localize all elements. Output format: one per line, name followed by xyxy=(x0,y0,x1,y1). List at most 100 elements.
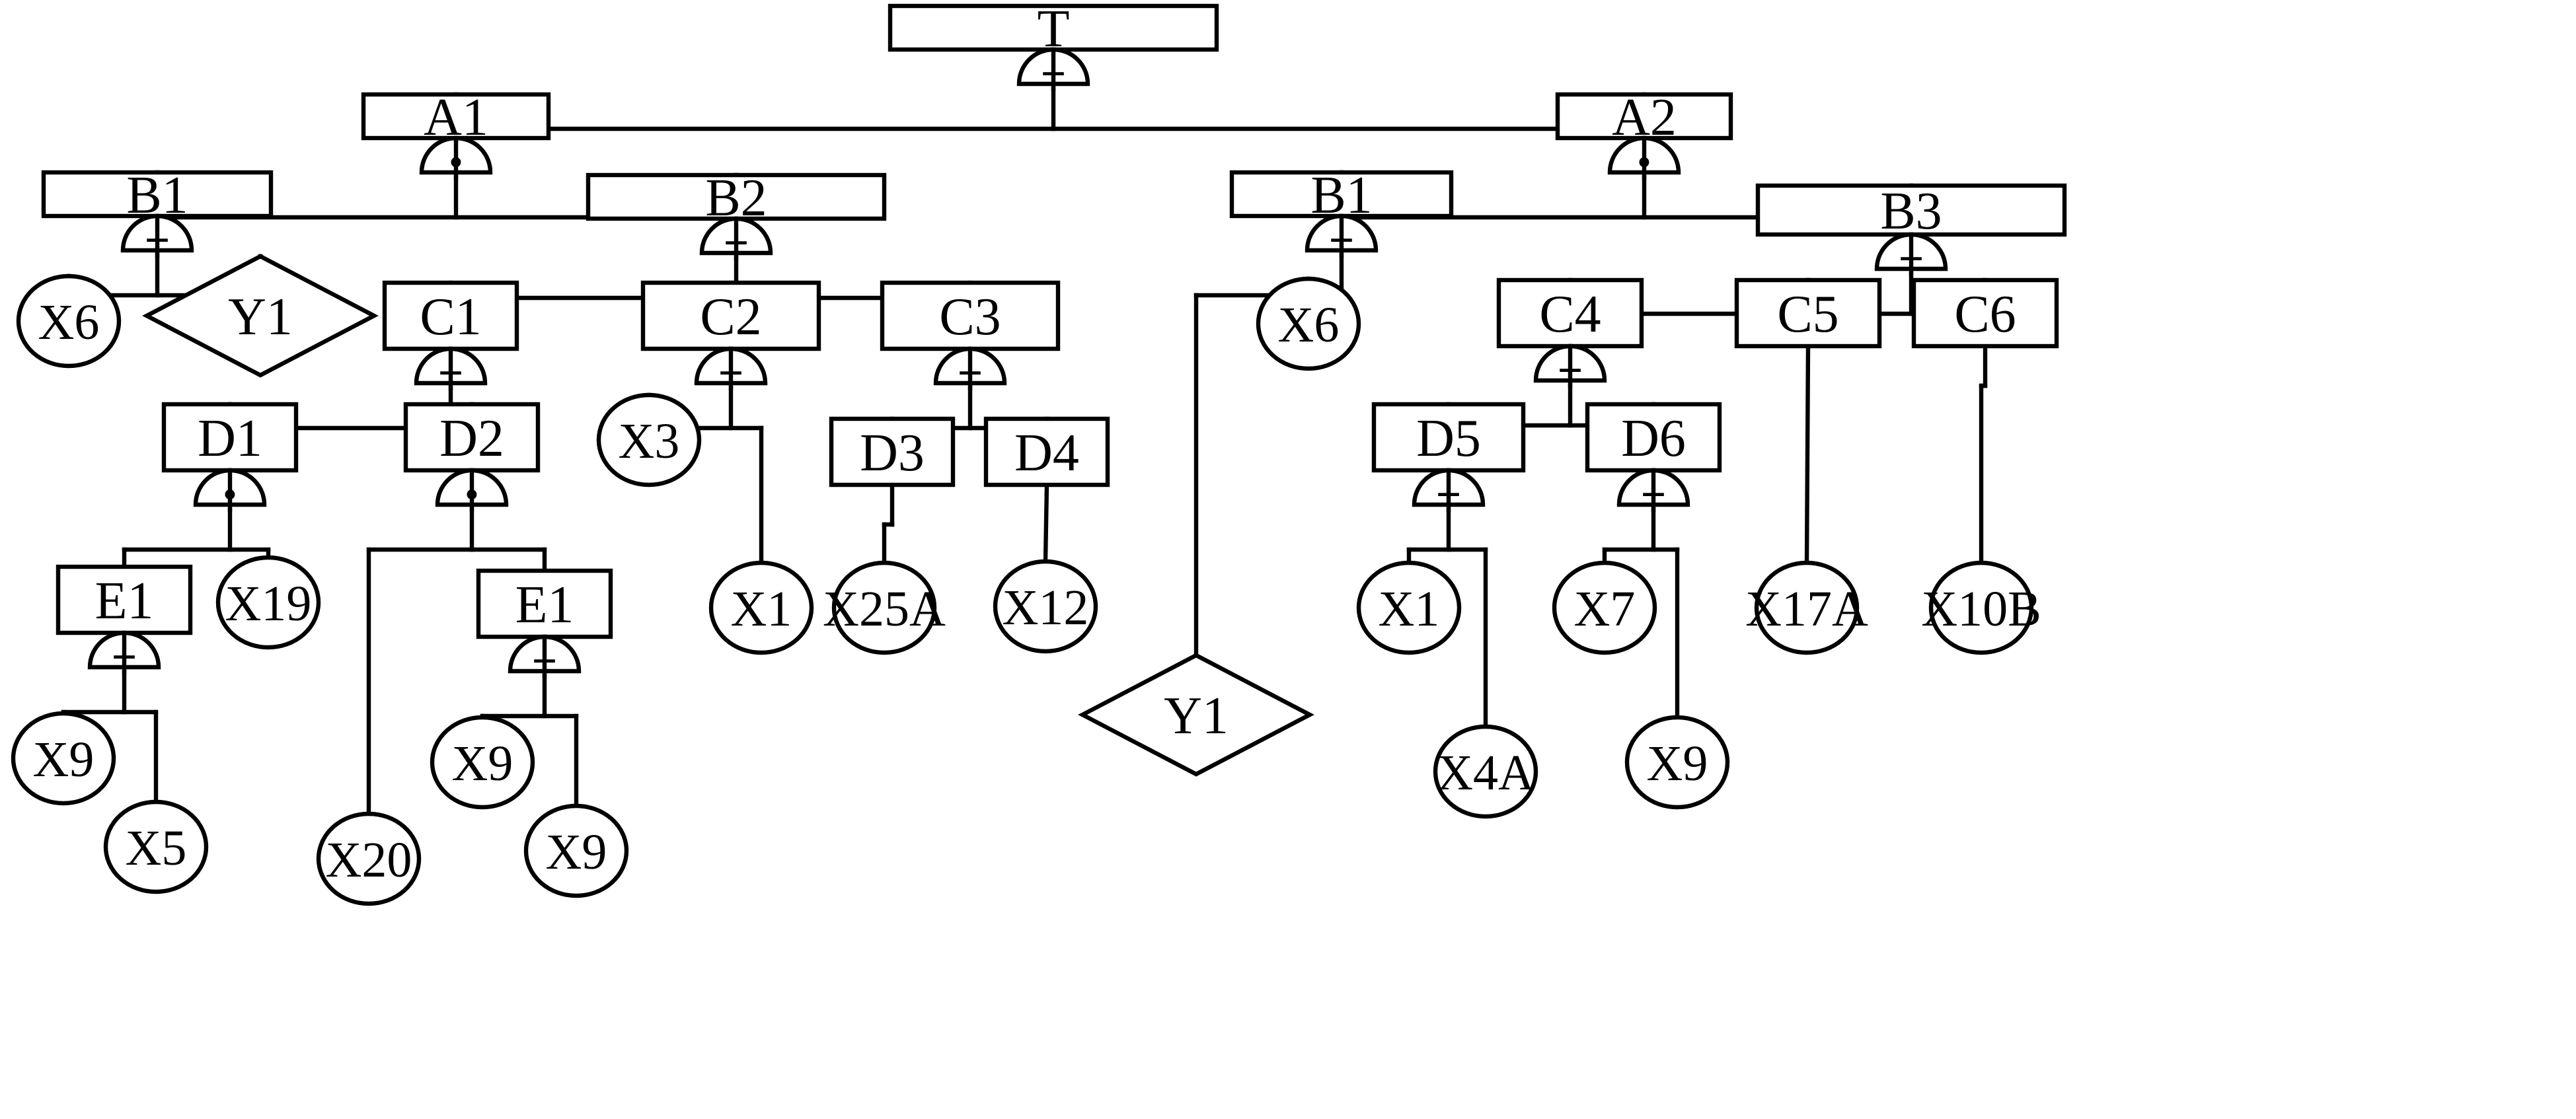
intermediate-event-box[interactable] xyxy=(41,170,274,219)
node-label-X6R: X6 xyxy=(1278,297,1340,353)
node-T[interactable]: T+ xyxy=(888,0,1219,98)
intermediate-event-box[interactable] xyxy=(382,280,519,351)
node-label-C3: C3 xyxy=(939,288,1001,346)
intermediate-event-box[interactable] xyxy=(403,402,541,473)
node-X7[interactable]: X7 xyxy=(1552,560,1657,655)
or-gate-icon-T: + xyxy=(1016,47,1090,98)
node-label-X7: X7 xyxy=(1574,581,1636,637)
or-gate-icon-C4: + xyxy=(1533,343,1607,395)
node-B1L[interactable]: B1+ xyxy=(41,166,274,265)
intermediate-event-box[interactable] xyxy=(586,172,887,221)
intermediate-event-box[interactable] xyxy=(56,564,193,635)
basic-event-circle[interactable] xyxy=(993,559,1098,654)
basic-event-circle[interactable] xyxy=(16,273,122,369)
node-label-X25A: X25A xyxy=(823,581,946,637)
node-B2[interactable]: B2+ xyxy=(586,169,887,268)
node-Y1L[interactable]: Y1 xyxy=(142,254,379,378)
or-gate-icon-E1R: + xyxy=(508,634,582,686)
intermediate-event-box[interactable] xyxy=(829,416,956,487)
node-X25A[interactable]: X25A xyxy=(823,560,946,655)
node-B3[interactable]: B3+ xyxy=(1755,182,2067,283)
node-Y1R[interactable]: Y1 xyxy=(1078,653,1314,777)
node-label-D4: D4 xyxy=(1014,424,1079,482)
intermediate-event-box[interactable] xyxy=(640,280,821,351)
node-C1[interactable]: C1+ xyxy=(382,280,519,398)
or-gate-icon-B1L: + xyxy=(120,213,194,265)
node-C4[interactable]: C4+ xyxy=(1496,277,1644,395)
node-label-X9D6: X9 xyxy=(1647,736,1708,791)
node-label-X1D5: X1 xyxy=(1379,581,1440,637)
intermediate-event-box[interactable] xyxy=(888,3,1219,52)
node-X12[interactable]: X12 xyxy=(993,559,1098,654)
intermediate-event-box[interactable] xyxy=(1755,183,2067,237)
intermediate-event-box[interactable] xyxy=(1229,170,1454,219)
basic-event-circle[interactable] xyxy=(1624,715,1730,810)
node-label-B3: B3 xyxy=(1880,182,1942,240)
node-E1R[interactable]: E1+ xyxy=(476,568,613,686)
node-C5[interactable]: C5 xyxy=(1734,277,1882,349)
or-gate-icon-D5: + xyxy=(1412,468,1486,519)
basic-event-circle[interactable] xyxy=(831,560,937,655)
node-label-D3: D3 xyxy=(860,424,925,482)
node-D4[interactable]: D4 xyxy=(983,416,1110,487)
basic-event-circle[interactable] xyxy=(708,560,814,655)
node-X4A[interactable]: X4A xyxy=(1433,724,1538,819)
undeveloped-event-diamond[interactable] xyxy=(1078,653,1314,777)
node-D2[interactable]: D2· xyxy=(403,402,541,528)
node-X5[interactable]: X5 xyxy=(103,799,209,894)
basic-event-circle[interactable] xyxy=(596,392,702,487)
intermediate-event-box[interactable] xyxy=(1734,277,1882,349)
node-X9E1R1[interactable]: X9 xyxy=(430,715,535,810)
node-X3[interactable]: X3 xyxy=(596,392,702,487)
intermediate-event-box[interactable] xyxy=(983,416,1110,487)
node-D6[interactable]: D6+ xyxy=(1585,402,1722,519)
node-A2[interactable]: A2· xyxy=(1555,89,1733,196)
basic-event-circle[interactable] xyxy=(523,803,629,898)
basic-event-circle[interactable] xyxy=(1928,560,2034,655)
node-X19[interactable]: X19 xyxy=(215,555,321,650)
basic-event-circle[interactable] xyxy=(11,711,116,806)
node-X1C2[interactable]: X1 xyxy=(708,560,814,655)
node-X6L[interactable]: X6 xyxy=(16,273,122,369)
node-X9E1R2[interactable]: X9 xyxy=(523,803,629,898)
node-B1R[interactable]: B1+ xyxy=(1229,166,1454,265)
node-label-X12: X12 xyxy=(1003,580,1089,635)
node-C6[interactable]: C6 xyxy=(1911,277,2059,349)
node-label-X6L: X6 xyxy=(38,295,100,350)
node-X10B[interactable]: X10B xyxy=(1921,560,2041,655)
node-label-X4A: X4A xyxy=(1437,745,1534,801)
node-C2[interactable]: C2+ xyxy=(640,280,821,398)
node-label-X10B: X10B xyxy=(1921,581,2041,637)
or-gate-icon-E1L: + xyxy=(87,630,161,682)
or-gate-icon-C3: + xyxy=(933,346,1007,398)
basic-event-circle[interactable] xyxy=(1256,276,1361,371)
node-X20[interactable]: X20 xyxy=(316,811,422,906)
node-C3[interactable]: C3+ xyxy=(880,280,1061,398)
node-X6R[interactable]: X6 xyxy=(1256,276,1361,371)
node-X17A[interactable]: X17A xyxy=(1745,560,1868,655)
node-D5[interactable]: D5+ xyxy=(1371,402,1526,519)
node-X9E1L[interactable]: X9 xyxy=(11,711,116,806)
intermediate-event-box[interactable] xyxy=(1585,402,1722,473)
and-gate-icon-A1: · xyxy=(419,128,493,196)
node-D1[interactable]: D1· xyxy=(161,402,299,528)
basic-event-circle[interactable] xyxy=(430,715,535,810)
intermediate-event-box[interactable] xyxy=(1555,92,1733,141)
node-label-X9E1L: X9 xyxy=(33,732,95,787)
basic-event-circle[interactable] xyxy=(103,799,209,894)
node-E1L[interactable]: E1+ xyxy=(56,564,193,682)
basic-event-circle[interactable] xyxy=(215,555,321,650)
basic-event-circle[interactable] xyxy=(1356,560,1462,655)
basic-event-circle[interactable] xyxy=(316,811,422,906)
intermediate-event-box[interactable] xyxy=(1911,277,2059,349)
node-X9D6[interactable]: X9 xyxy=(1624,715,1730,810)
basic-event-circle[interactable] xyxy=(1552,560,1657,655)
undeveloped-event-diamond[interactable] xyxy=(142,254,379,378)
node-D3[interactable]: D3 xyxy=(829,416,956,487)
basic-event-circle[interactable] xyxy=(1433,724,1538,819)
intermediate-event-box[interactable] xyxy=(161,402,299,473)
node-A1[interactable]: A1· xyxy=(361,89,551,196)
intermediate-event-box[interactable] xyxy=(1496,277,1644,349)
node-X1D5[interactable]: X1 xyxy=(1356,560,1462,655)
basic-event-circle[interactable] xyxy=(1754,560,1860,655)
